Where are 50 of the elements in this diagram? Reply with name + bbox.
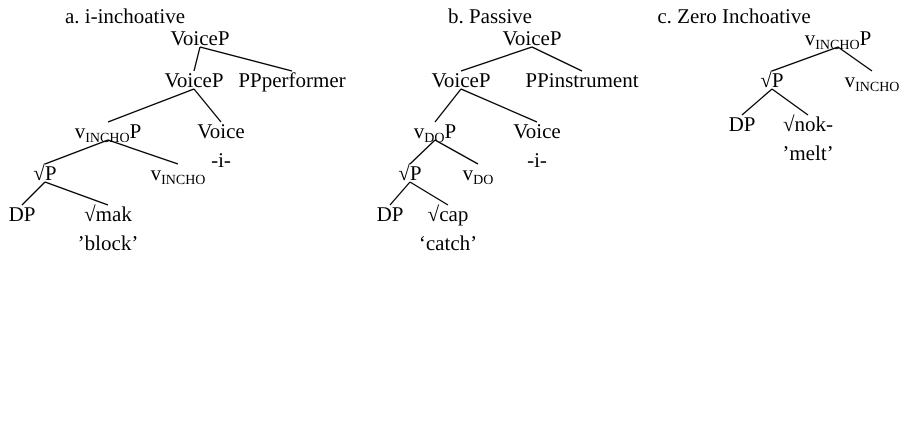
tree-node-label: √P (398, 162, 422, 184)
tree-branch (410, 140, 436, 164)
tree-branch (44, 139, 108, 165)
tree-branch (22, 182, 46, 206)
tree-branch (460, 46, 532, 72)
tree-node-label: DP (728, 113, 756, 135)
tree-node-label: √cap (428, 203, 468, 225)
tree-branch (390, 182, 410, 206)
gloss-text: ’block’ (78, 232, 138, 254)
tree-node-label: v$_{DO}$ (462, 162, 494, 184)
tree-branch (460, 88, 538, 123)
tree-branch (193, 46, 201, 72)
tree-node-label: v$_{INCHO}$ (844, 69, 900, 91)
gloss-text: ‘catch’ (418, 232, 478, 254)
tree-branch (532, 46, 582, 72)
tree-branch (108, 139, 178, 165)
tree-node-label: v$_{INCHO}$ (150, 162, 206, 184)
tree-branch (410, 181, 448, 206)
panel-title: a. i-inchoative (64, 5, 186, 27)
gloss-text: -i- (527, 149, 547, 171)
tree-branch (200, 46, 292, 72)
tree-node-label: PPinstrument (525, 69, 639, 91)
tree-node-label: DP (376, 203, 404, 225)
tree-node-label: VoiceP (164, 69, 224, 91)
tree-node-label: DP (8, 203, 36, 225)
tree-node-label: v$_{INCHO}$P (74, 120, 142, 142)
tree-branch (772, 88, 808, 116)
tree-branch (434, 88, 462, 122)
tree-branch (108, 88, 194, 123)
tree-node-label: VoiceP (502, 27, 562, 49)
tree-node-label: √P (33, 162, 57, 184)
tree-node-label: √mak (84, 203, 132, 225)
panel-title: b. Passive (448, 5, 532, 27)
tree-node-label: Voice (197, 120, 245, 142)
tree-branch (434, 139, 478, 165)
tree-branch (44, 181, 108, 206)
gloss-text: ’melt’ (782, 142, 834, 164)
gloss-text: -i- (211, 149, 231, 171)
tree-node-label: √P (760, 69, 784, 91)
tree-node-label: Voice (513, 120, 561, 142)
tree-branch (838, 46, 872, 72)
tree-node-label: v$_{INCHO}$P (804, 27, 872, 49)
tree-node-label: PPperformer (238, 69, 346, 91)
tree-node-label: √nok- (782, 113, 834, 135)
tree-branch (194, 88, 222, 122)
panel-title: c. Zero Inchoative (657, 5, 811, 27)
tree-node-label: VoiceP (431, 69, 491, 91)
tree-branch (742, 88, 772, 116)
tree-branch (772, 46, 838, 72)
tree-node-label: VoiceP (170, 27, 230, 49)
